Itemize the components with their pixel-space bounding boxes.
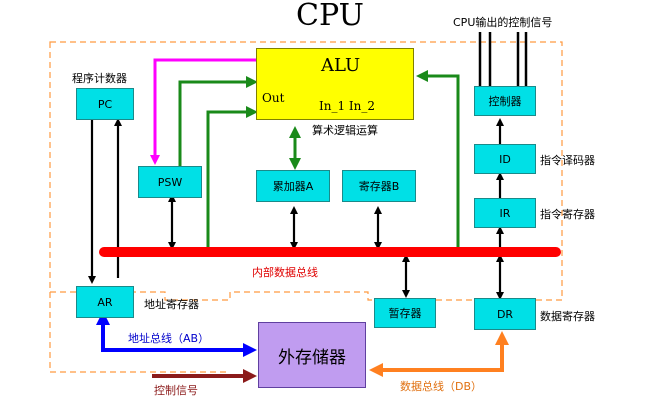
ar-caption: 地址寄存器 xyxy=(144,298,199,311)
dr-register: DR xyxy=(474,298,536,330)
id-caption: 指令译码器 xyxy=(540,154,595,167)
ir-register: IR xyxy=(474,198,536,228)
alu-caption: 算术逻辑运算 xyxy=(312,124,378,137)
alu-title: ALU xyxy=(321,55,361,76)
accumulator-a: 累加器A xyxy=(256,170,330,202)
internal-bus-label: 内部数据总线 xyxy=(252,266,318,279)
pc-caption: 程序计数器 xyxy=(72,72,127,85)
pc-register: PC xyxy=(76,88,134,120)
alu-to-psw-arrow xyxy=(150,58,258,165)
alu-out-to-psw xyxy=(178,76,258,166)
id-decoder: ID xyxy=(474,144,536,174)
alu-block: ALU Out In_1 In_2 xyxy=(256,48,414,120)
dr-caption: 数据寄存器 xyxy=(540,310,595,323)
bus-to-alu-in2 xyxy=(206,106,258,250)
diagram-title: CPU xyxy=(296,0,364,33)
alu-inputs-label: In_1 In_2 xyxy=(319,99,376,113)
address-bus-arrow xyxy=(96,311,257,357)
ir-caption: 指令寄存器 xyxy=(540,208,595,221)
bus-to-alu-in1 xyxy=(416,70,460,250)
psw-register: PSW xyxy=(138,166,202,198)
memory-label: 外存储器 xyxy=(278,347,346,368)
controller-output-lines xyxy=(478,32,528,86)
cpu-boundary-left xyxy=(49,292,230,373)
register-b: 寄存器B xyxy=(342,170,416,202)
address-bus-label: 地址总线（AB） xyxy=(128,332,210,345)
external-memory: 外存储器 xyxy=(258,322,366,388)
ar-register: AR xyxy=(76,286,134,318)
alu-out-label: Out xyxy=(262,91,285,105)
control-signal-caption: CPU输出的控制信号 xyxy=(453,16,553,29)
data-bus-arrow xyxy=(369,331,509,377)
controller: 控制器 xyxy=(474,86,536,116)
cpu-boundary xyxy=(49,41,563,301)
temp-register: 暂存器 xyxy=(374,298,436,328)
data-bus-label: 数据总线（DB） xyxy=(400,380,483,393)
control-signal-label: 控制信号 xyxy=(154,384,198,397)
